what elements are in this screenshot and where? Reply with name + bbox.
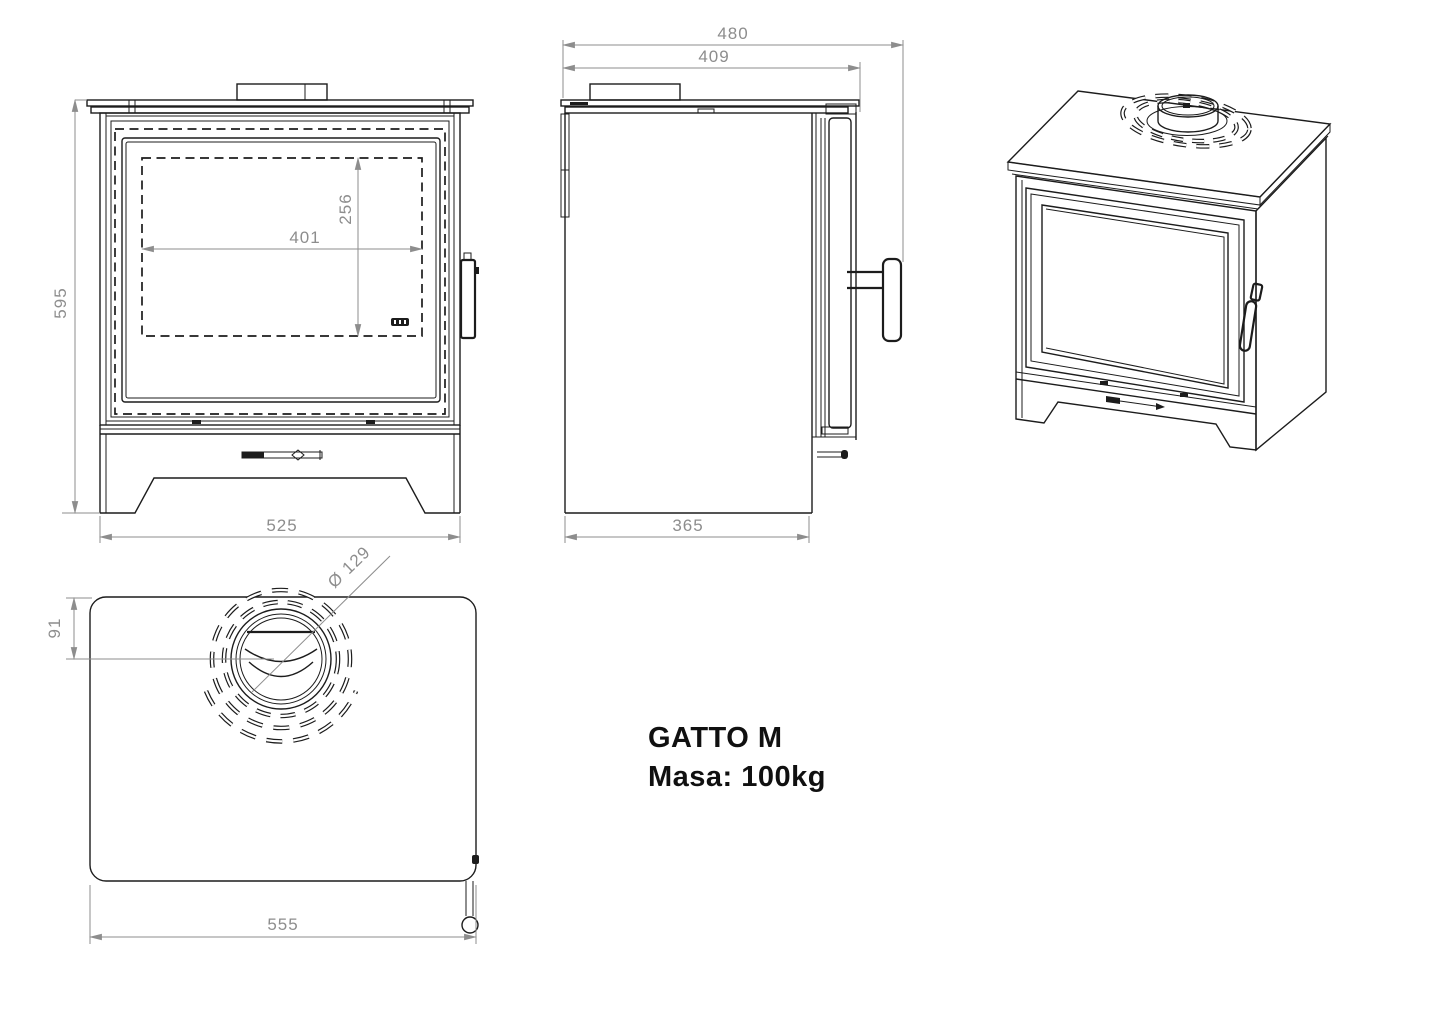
top-depth-label: 409 [698,47,729,66]
glass-brand-logo-icon [391,318,409,326]
front-glass-width-dimension: 401 [140,228,424,253]
air-slider-control [241,449,323,461]
title-block: GATTO M Masa: 100kg [648,722,826,793]
side-top-depth-dimension: 409 [561,47,862,112]
top-view: Ø 129 91 555 [45,542,479,944]
flue-opening [230,608,332,710]
side-view: 480 409 365 [560,24,905,543]
front-height-label: 595 [51,287,70,318]
flue-offset-label: 91 [45,618,64,639]
flue-offset-dimension: 91 [45,596,274,661]
isometric-view [1006,90,1332,452]
iso-door-glass [1041,204,1229,389]
side-body-depth-dimension: 365 [563,516,811,543]
flue-diameter-label: Ø 129 [324,542,374,591]
front-width-label: 525 [266,516,297,535]
front-base [99,425,461,514]
side-top-plate [560,99,860,114]
depth-overall-label: 480 [717,24,748,43]
front-view: 401 256 595 525 [51,83,479,543]
model-name: GATTO M [648,722,783,754]
iso-front-face [1015,175,1257,451]
top-view-latch [472,855,479,864]
body-depth-label: 365 [672,516,703,535]
glass-measure-region-dashed [141,157,423,337]
top-plate-outline [89,596,477,882]
mass-label: Masa: 100kg [648,761,826,793]
front-flue-collar [236,83,328,101]
side-body [564,113,817,514]
door-glass [121,137,441,403]
door-handle-side [847,257,903,343]
iso-door [1025,187,1245,403]
iso-flue-collar [1120,93,1252,149]
top-view-handle [461,855,479,934]
front-width-dimension: 525 [98,516,462,543]
door-handle-front [459,252,479,340]
front-body [99,112,461,426]
front-height-dimension: 595 [51,98,100,515]
flue-vent-slots [203,587,359,744]
iso-base [1015,371,1257,415]
iso-right-face [1255,136,1327,452]
glass-height-label: 256 [336,193,355,224]
side-flue-collar [589,83,681,101]
iso-door-handle [1238,282,1264,352]
leg-arch [100,477,460,514]
iso-top-plate [1006,90,1332,210]
glass-width-label: 401 [289,228,320,247]
front-top-plate [86,99,474,114]
stove-door-front [105,115,455,424]
firebox-opening-dashed [114,128,446,415]
iso-air-slider [1106,396,1120,404]
ash-lever [817,450,848,459]
top-width-label: 555 [267,915,298,934]
side-depth-overall-dimension: 480 [561,24,905,262]
top-width-dimension: 555 [88,885,478,944]
front-glass-height-dimension: 256 [336,156,362,338]
